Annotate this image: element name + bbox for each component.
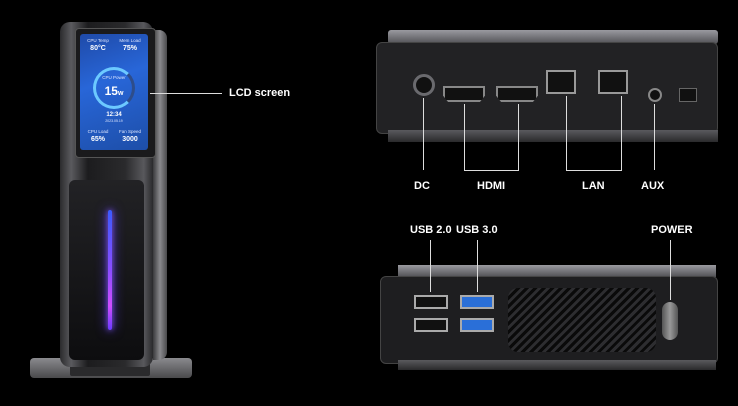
usb2-callout-line (430, 240, 431, 292)
cpu-power-gauge (93, 67, 135, 109)
tower-front-panel (69, 180, 144, 360)
usb3-port-2 (460, 318, 494, 332)
aux-callout: AUX (641, 180, 665, 192)
vent-grill (508, 288, 656, 352)
hdmi-callout: HDMI (477, 180, 506, 192)
hdmi-callout-bracket (464, 104, 519, 171)
lan-port-1 (546, 70, 576, 94)
cpu-load-label: CPU Load (87, 129, 109, 134)
cpu-power-readout: 15w (99, 82, 129, 100)
usb2-port-1 (414, 295, 448, 309)
rear-switch (679, 88, 697, 102)
usb3-callout: USB 3.0 (456, 224, 498, 236)
clock-date: 2023.05.19 (105, 119, 123, 123)
dc-callout-line (423, 98, 424, 170)
fan-speed-label: Fan Speed (118, 129, 142, 134)
fan-speed-value: 3000 (122, 136, 138, 143)
aux-callout-line (654, 104, 655, 170)
front-chassis-bottom (398, 360, 716, 370)
hdmi-port-1 (443, 86, 485, 102)
cpu-power-label: CPU Power (102, 75, 126, 80)
lcd-callout-line (150, 93, 222, 94)
usb2-port-2 (414, 318, 448, 332)
back-chassis-top (388, 30, 718, 44)
usb3-port-1 (460, 295, 494, 309)
dc-port (413, 74, 435, 96)
usb2-callout: USB 2.0 (410, 224, 452, 236)
back-chassis-bottom (388, 130, 718, 142)
power-callout: POWER (651, 224, 693, 236)
cpu-load-value: 65% (90, 136, 105, 143)
cpu-temp-label: CPU Temp (87, 38, 109, 43)
cpu-power-value: 15 (104, 84, 118, 98)
dc-callout: DC (414, 180, 430, 192)
lcd-screen-callout: LCD screen (229, 87, 291, 99)
tower-side-frame (153, 30, 167, 360)
cpu-temp-value: 80°C (90, 45, 106, 52)
mem-load-label: Mem Load (119, 38, 141, 43)
mem-load-value: 75% (122, 45, 137, 52)
lan-callout: LAN (582, 180, 605, 192)
hdmi-port-2 (496, 86, 538, 102)
clock-time: 12:34 (106, 112, 122, 118)
power-button (662, 302, 678, 340)
rgb-light-bar (108, 210, 112, 330)
lcd-screen: CPU Temp 80°C Mem Load 75% CPU Power 15w… (80, 34, 148, 150)
power-callout-line (670, 240, 671, 300)
cpu-power-unit: w (117, 90, 124, 97)
lan-port-2 (598, 70, 628, 94)
lan-callout-bracket (566, 96, 622, 171)
usb3-callout-line (477, 240, 478, 292)
aux-port (648, 88, 662, 102)
